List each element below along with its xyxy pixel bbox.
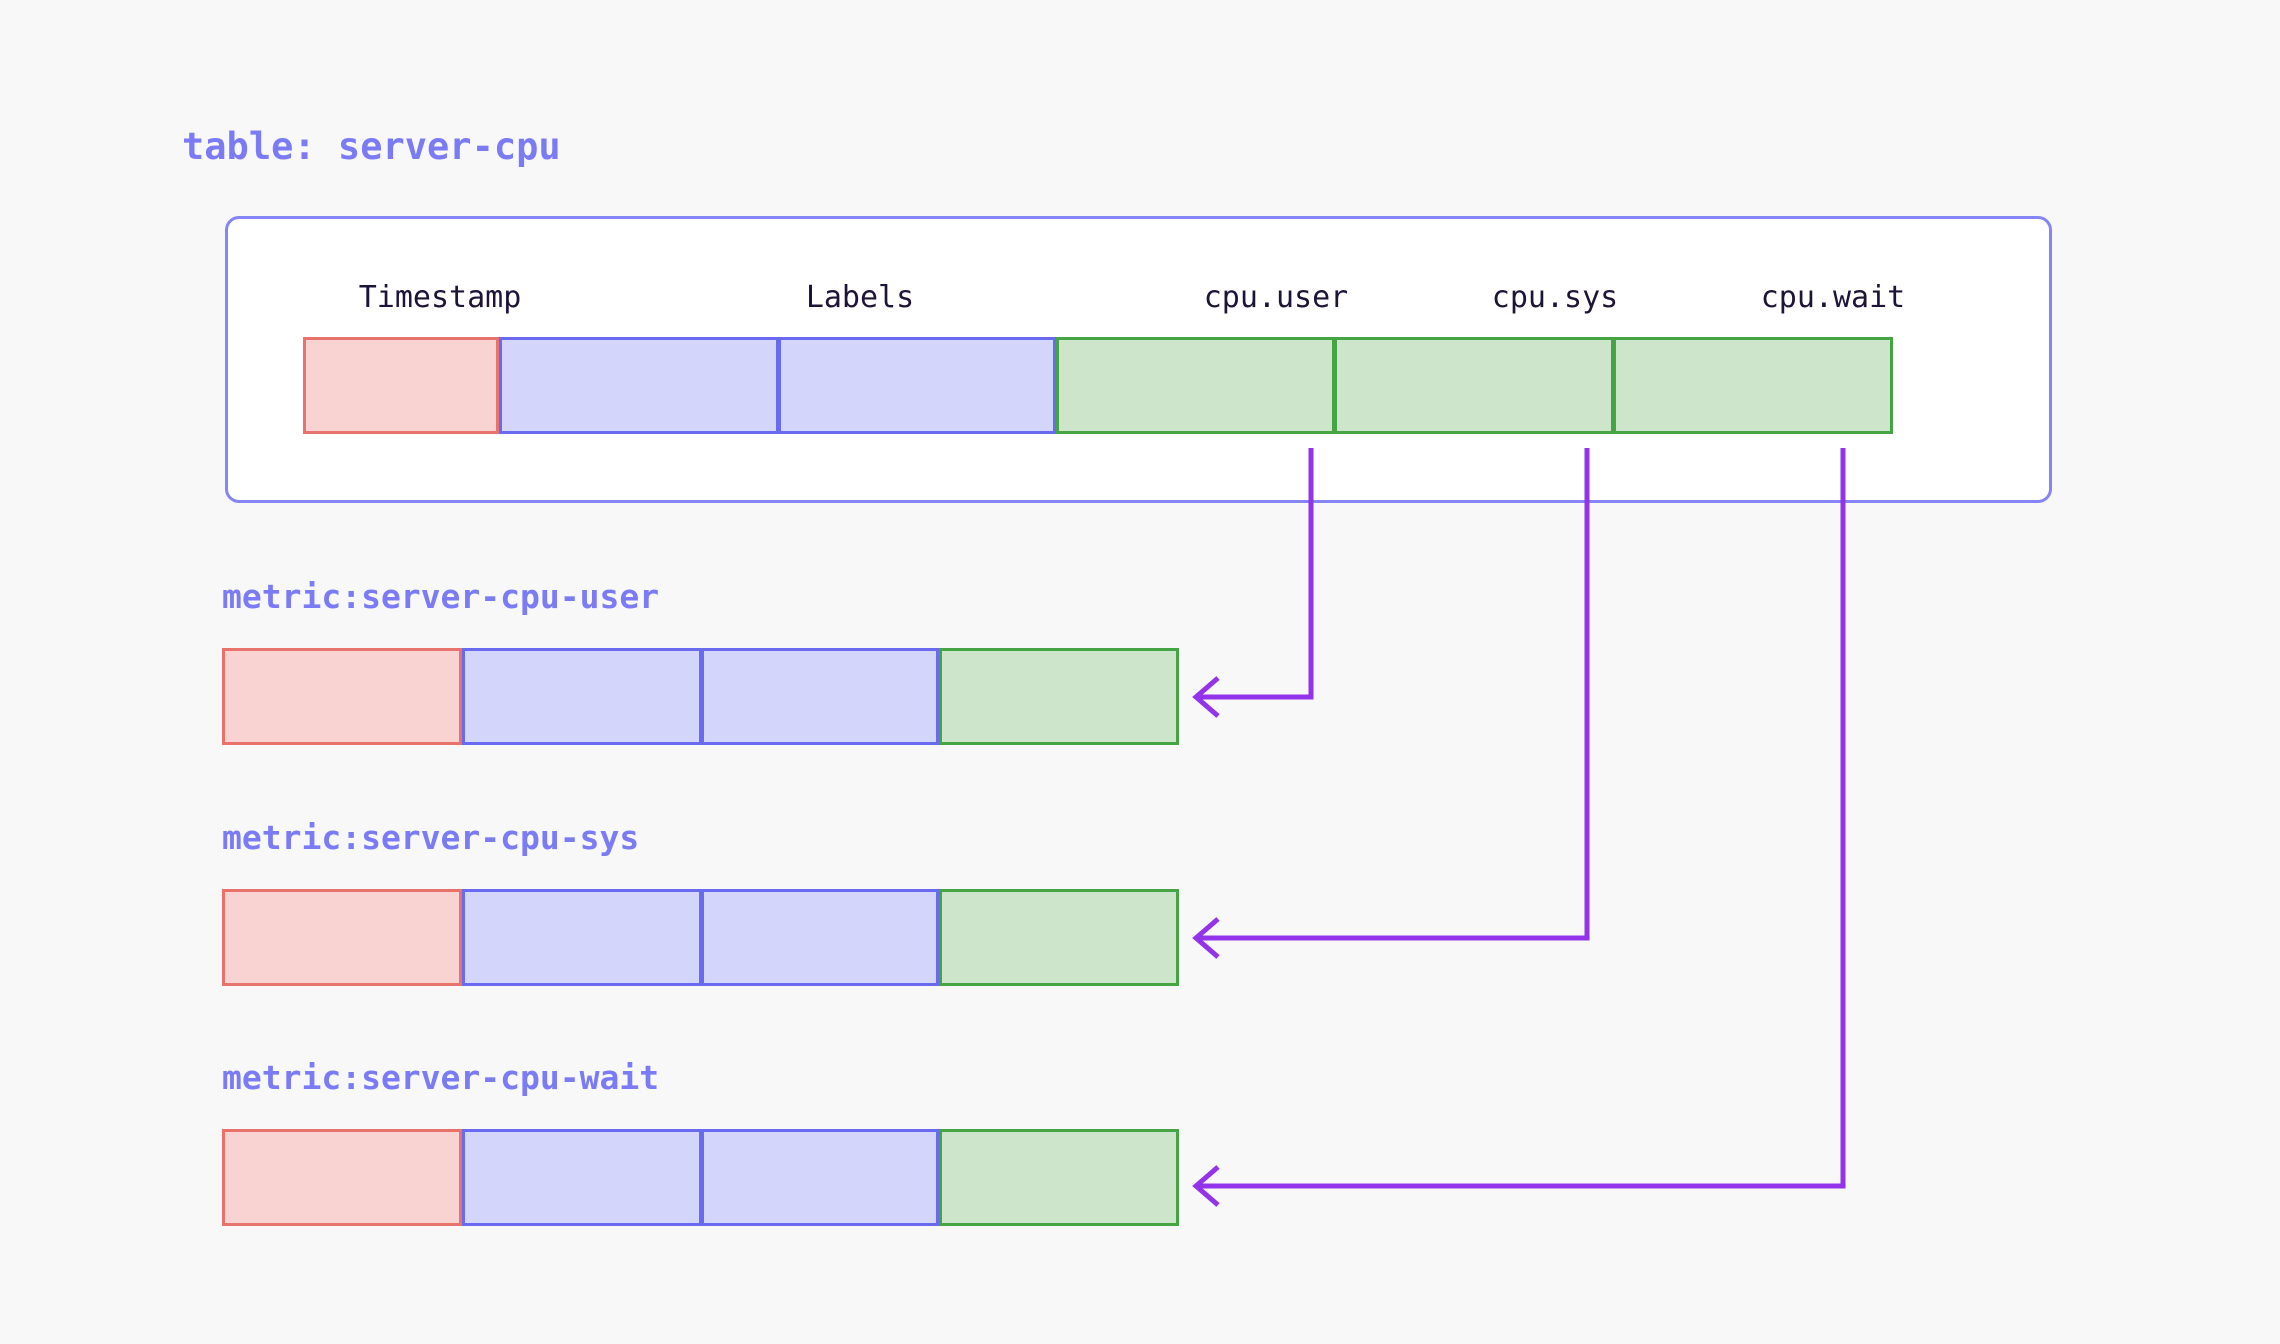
table-data-row [303, 337, 1893, 434]
column-header-timestamp: Timestamp [358, 280, 522, 315]
metric-title-sys: metric:server-cpu-sys [222, 818, 640, 857]
metric-cell-timestamp [222, 648, 462, 745]
table-title: table: server-cpu [182, 125, 561, 168]
table-cell-value [1056, 337, 1335, 434]
column-header-cpu-wait: cpu.wait [1760, 280, 1906, 315]
metric-cell-label [462, 648, 702, 745]
metric-bar-wait [222, 1129, 1179, 1226]
metric-cell-value [939, 889, 1179, 986]
arrow-head-icon [1192, 676, 1220, 718]
arrow-head-icon [1192, 917, 1220, 959]
metric-cell-value [939, 648, 1179, 745]
metric-cell-label [462, 1129, 702, 1226]
metric-title-user: metric:server-cpu-user [222, 577, 660, 616]
table-cell-value [1335, 337, 1614, 434]
metric-cell-label [702, 1129, 939, 1226]
table-cell-value [1614, 337, 1893, 434]
metric-title-wait: metric:server-cpu-wait [222, 1058, 660, 1097]
column-header-labels: Labels [805, 280, 915, 315]
metric-bar-sys [222, 889, 1179, 986]
column-header-cpu-sys: cpu.sys [1491, 280, 1619, 315]
table-cell-timestamp [303, 337, 499, 434]
metric-cell-label [462, 889, 702, 986]
table-cell-label [499, 337, 779, 434]
metric-cell-timestamp [222, 889, 462, 986]
column-header-cpu-user: cpu.user [1203, 280, 1349, 315]
arrow-head-icon [1192, 1165, 1220, 1207]
metric-cell-value [939, 1129, 1179, 1226]
table-cell-label [779, 337, 1056, 434]
metric-cell-label [702, 889, 939, 986]
metric-cell-timestamp [222, 1129, 462, 1226]
metric-cell-label [702, 648, 939, 745]
metric-bar-user [222, 648, 1179, 745]
arrow-cpu-wait [1192, 448, 1846, 1207]
arrow-cpu-sys [1192, 448, 1590, 959]
